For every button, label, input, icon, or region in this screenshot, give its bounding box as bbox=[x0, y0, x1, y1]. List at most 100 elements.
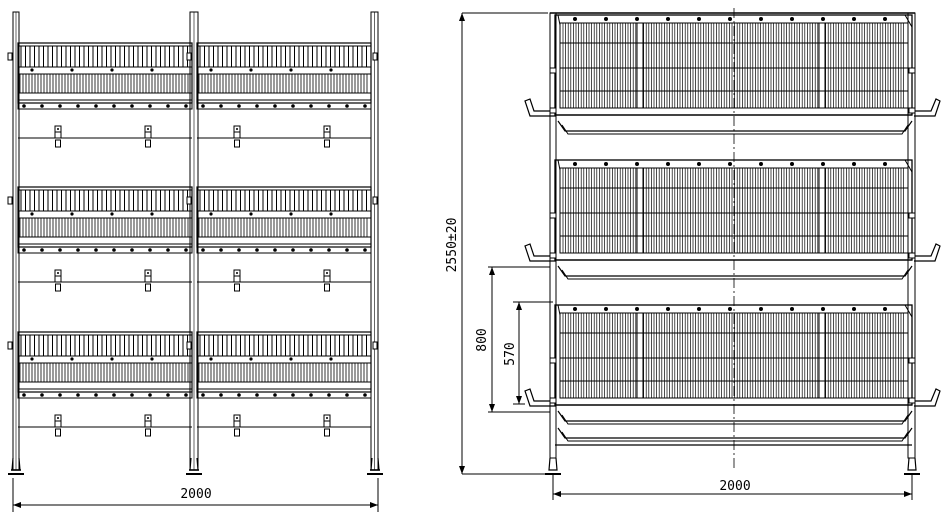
front-cage-clip bbox=[30, 212, 34, 216]
side-top-clip bbox=[635, 17, 639, 21]
front-trough-bolt bbox=[327, 248, 331, 252]
front-cage-clip bbox=[70, 212, 74, 216]
front-cage-frame bbox=[17, 331, 193, 393]
front-cage-clip bbox=[110, 357, 114, 361]
side-post-clip bbox=[549, 212, 557, 219]
side-post-clip bbox=[549, 357, 557, 364]
front-trough-bolt bbox=[255, 393, 259, 397]
front-cage-clip bbox=[249, 68, 253, 72]
front-drinker-cup bbox=[55, 428, 61, 437]
side-cage-frame bbox=[554, 14, 913, 116]
side-cage-frame bbox=[554, 304, 913, 406]
front-trough-bolt bbox=[201, 393, 205, 397]
front-drinker-dot bbox=[326, 272, 328, 274]
front-trough-bolt bbox=[327, 104, 331, 108]
front-trough-bolt bbox=[327, 393, 331, 397]
front-cage-clip bbox=[150, 357, 154, 361]
front-cage-clip bbox=[329, 212, 333, 216]
front-feed-trough bbox=[17, 391, 193, 399]
side-top-clip bbox=[635, 307, 639, 311]
front-cage-clip bbox=[289, 68, 293, 72]
side-egg-tray-inner bbox=[561, 414, 909, 425]
front-trough-bolt bbox=[363, 393, 367, 397]
front-drinker-cup bbox=[55, 283, 61, 292]
front-trough-bolt bbox=[94, 104, 98, 108]
side-mesh-panel bbox=[559, 312, 909, 399]
side-panel-gap bbox=[636, 22, 644, 109]
front-trough-bolt bbox=[40, 393, 44, 397]
front-cage-frame bbox=[196, 186, 372, 248]
side-width-dimension-label: 2000 bbox=[719, 479, 750, 494]
side-feeder-handle-right bbox=[914, 98, 941, 117]
front-trough-bolt bbox=[345, 104, 349, 108]
side-post-clip bbox=[908, 397, 916, 404]
side-feeder-handle-right bbox=[914, 388, 941, 407]
overall-height-dimension-label: 2550±20 bbox=[445, 218, 460, 273]
front-side-hook bbox=[186, 52, 192, 61]
front-trough-bolt bbox=[184, 104, 188, 108]
front-trough-bolt bbox=[76, 393, 80, 397]
side-egg-tray bbox=[557, 265, 913, 277]
side-top-clip bbox=[883, 17, 887, 21]
side-post-clip bbox=[549, 67, 557, 74]
front-width-dimension-label: 2000 bbox=[180, 487, 211, 502]
front-trough-bolt bbox=[237, 248, 241, 252]
front-trough-bolt bbox=[166, 393, 170, 397]
front-feed-trough bbox=[196, 102, 372, 110]
front-trough-bolt bbox=[184, 393, 188, 397]
front-cage-clip bbox=[30, 357, 34, 361]
side-top-clip bbox=[821, 17, 825, 21]
front-trough-bolt bbox=[166, 104, 170, 108]
front-trough-bolt bbox=[58, 104, 62, 108]
side-top-clip bbox=[728, 17, 732, 21]
side-top-clip bbox=[852, 17, 856, 21]
side-corner-brace bbox=[557, 159, 561, 171]
front-side-hook bbox=[7, 196, 13, 205]
dimension-arrow bbox=[489, 404, 495, 412]
side-top-clip bbox=[852, 307, 856, 311]
front-side-hook bbox=[372, 341, 378, 350]
front-trough-bolt bbox=[40, 248, 44, 252]
side-cage-unit bbox=[524, 304, 941, 425]
front-cage-clip bbox=[70, 68, 74, 72]
front-trough-bolt bbox=[201, 104, 205, 108]
front-cage-clip bbox=[30, 68, 34, 72]
side-top-clip bbox=[573, 162, 577, 166]
side-feeder-handle-left bbox=[524, 243, 556, 262]
dimension-arrow bbox=[459, 466, 465, 474]
side-top-clip bbox=[852, 162, 856, 166]
front-drinker-dot bbox=[236, 417, 238, 419]
front-cage-unit bbox=[17, 331, 193, 437]
front-trough-bolt bbox=[201, 248, 205, 252]
front-trough-bolt bbox=[94, 248, 98, 252]
dimension-arrow bbox=[553, 491, 561, 497]
front-drinker-cup bbox=[324, 283, 330, 292]
side-panel-gap bbox=[818, 22, 826, 109]
front-feed-trough bbox=[196, 391, 372, 399]
front-drinker-cup bbox=[234, 139, 240, 148]
front-trough-bolt bbox=[363, 104, 367, 108]
front-drinker-dot bbox=[326, 417, 328, 419]
front-cage-unit bbox=[17, 42, 193, 148]
front-drinker-dot bbox=[326, 128, 328, 130]
front-trough-bolt bbox=[166, 248, 170, 252]
side-post-clip bbox=[908, 107, 916, 114]
dimension-arrow bbox=[516, 302, 522, 310]
front-cage-clip bbox=[249, 212, 253, 216]
side-top-clip bbox=[790, 17, 794, 21]
side-feeder-handle-left bbox=[524, 98, 556, 117]
front-trough-bolt bbox=[309, 393, 313, 397]
front-trough-bolt bbox=[363, 248, 367, 252]
front-drinker-dot bbox=[147, 272, 149, 274]
front-trough-bolt bbox=[148, 393, 152, 397]
side-post-clip bbox=[549, 252, 557, 259]
front-trough-bolt bbox=[94, 393, 98, 397]
side-post-foot bbox=[548, 457, 558, 471]
front-cage-clip bbox=[249, 357, 253, 361]
dimension-arrow bbox=[459, 13, 465, 21]
side-egg-tray bbox=[557, 410, 913, 422]
front-trough-bolt bbox=[291, 248, 295, 252]
front-trough-bolt bbox=[22, 104, 26, 108]
